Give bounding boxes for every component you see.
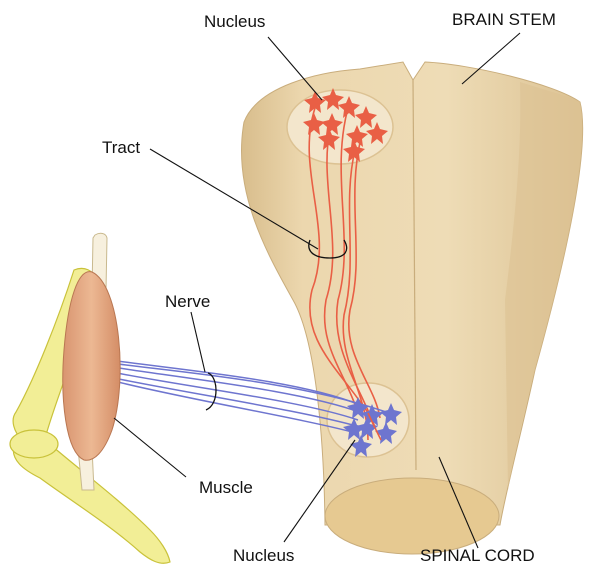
label-muscle: Muscle (199, 478, 253, 498)
label-nerve: Nerve (165, 292, 210, 312)
nerve-bracket (206, 373, 216, 410)
label-tract: Tract (102, 138, 140, 158)
label-spinal-cord: SPINAL CORD (420, 546, 535, 566)
joint (10, 430, 58, 458)
muscle-belly (63, 272, 120, 461)
brain-stem (241, 62, 582, 554)
label-nucleus-top: Nucleus (204, 12, 265, 32)
label-nucleus-bottom: Nucleus (233, 546, 294, 566)
leader-muscle (114, 418, 186, 477)
muscle (63, 233, 120, 490)
spinal-cord-cross-section (325, 478, 499, 554)
leader-nerve (191, 312, 205, 372)
label-brain-stem: BRAIN STEM (452, 10, 556, 30)
